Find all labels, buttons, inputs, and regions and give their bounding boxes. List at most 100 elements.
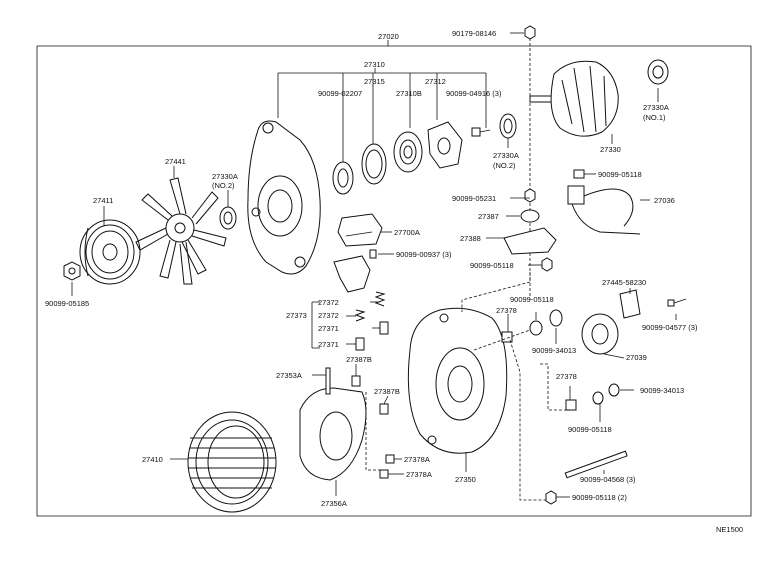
stator-27410 bbox=[187, 411, 277, 513]
label-27330: 27330 bbox=[600, 145, 621, 154]
label-90099-05231: 90099-05231 bbox=[452, 194, 496, 203]
bracket-27445-58230 bbox=[619, 289, 641, 319]
label-27378-b: 27378 bbox=[556, 372, 577, 381]
label-27020: 27020 bbox=[378, 32, 399, 41]
label-27312: 27312 bbox=[425, 77, 446, 86]
label-27700A: 27700A bbox=[394, 228, 420, 237]
brush-holder-27372 bbox=[333, 255, 371, 293]
rear-cover-27039 bbox=[581, 313, 619, 355]
fan-27441 bbox=[135, 177, 227, 285]
spring-27373-b bbox=[354, 309, 366, 322]
label-90099-00937: 90099-00937 (3) bbox=[396, 250, 452, 259]
label-90099-05118-d: 90099-05118 (2) bbox=[572, 493, 627, 502]
stud-27353A bbox=[325, 367, 331, 395]
cover-90099-02207 bbox=[332, 161, 354, 195]
nut-90099-05118-c bbox=[592, 391, 604, 405]
insulator-27378-a bbox=[501, 331, 513, 343]
label-90099-34013-b: 90099-34013 bbox=[640, 386, 684, 395]
label-27411: 27411 bbox=[93, 196, 113, 205]
nut-90099-05118-a bbox=[541, 257, 553, 272]
rectifier-27356A bbox=[299, 387, 367, 481]
screw-90099-04916 bbox=[471, 127, 491, 137]
label-27388: 27388 bbox=[460, 234, 481, 243]
bushing-27387 bbox=[520, 209, 540, 223]
label-27330A-no1-line2: (NO.1) bbox=[643, 113, 666, 122]
label-27371-b: 27371 bbox=[318, 340, 339, 349]
insulator-27387B-a bbox=[351, 375, 361, 387]
rear-end-frame-27350 bbox=[407, 307, 508, 454]
pulley-27411 bbox=[79, 219, 141, 285]
washer-90099-34013-b bbox=[608, 383, 620, 397]
label-27353A: 27353A bbox=[276, 371, 302, 380]
label-27378A-a: 27378A bbox=[404, 455, 430, 464]
nut-90179-08146 bbox=[524, 25, 536, 40]
assembly-frame bbox=[36, 45, 752, 517]
label-27330A-no2-a-line2: (NO.2) bbox=[212, 181, 235, 190]
dashed-line-c bbox=[540, 363, 566, 411]
retainer-27315 bbox=[361, 143, 387, 185]
label-27441: 27441 bbox=[165, 157, 186, 166]
labels: 27020 27310 90179-08146 90099-02207 2731… bbox=[45, 29, 743, 534]
label-27445-58230: 27445-58230 bbox=[602, 278, 646, 287]
label-27387: 27387 bbox=[478, 212, 499, 221]
drive-end-frame-27310 bbox=[247, 120, 321, 275]
insulator-27378A-b bbox=[379, 469, 389, 479]
dashed-line-a bbox=[461, 272, 531, 312]
label-90099-34013-a: 90099-34013 bbox=[532, 346, 576, 355]
label-27372-a: 27372 bbox=[318, 298, 339, 307]
dashed-line-b bbox=[509, 339, 546, 501]
label-90099-04916: 90099-04916 (3) bbox=[446, 89, 502, 98]
label-90099-04577: 90099-04577 (3) bbox=[642, 323, 698, 332]
label-27387B: 27387B bbox=[346, 355, 372, 364]
rotor-27330 bbox=[529, 60, 619, 137]
brush-27371-b bbox=[355, 337, 365, 351]
label-90099-05118-conn: 90099-05118 bbox=[598, 170, 642, 179]
label-90099-05118-a: 90099-05118 bbox=[470, 261, 514, 270]
bolt-90099-04568 bbox=[564, 450, 628, 479]
label-27387B-b: 27387B bbox=[374, 387, 400, 396]
leader-lines bbox=[71, 88, 677, 498]
spacer-27330A-no2-right bbox=[499, 113, 517, 139]
insulator-27387B-b bbox=[379, 403, 389, 415]
label-27378-a: 27378 bbox=[496, 306, 517, 315]
label-90099-05118-b: 90099-05118 bbox=[510, 295, 554, 304]
insulator-27378-b bbox=[565, 399, 577, 411]
label-27371-a: 27371 bbox=[318, 324, 339, 333]
label-27410: 27410 bbox=[142, 455, 163, 464]
label-27330A-no2-b-line1: 27330A bbox=[493, 151, 519, 160]
wire-harness-27036 bbox=[567, 169, 641, 235]
label-27350: 27350 bbox=[455, 475, 476, 484]
nut-90099-05231 bbox=[524, 188, 536, 203]
label-27372-b: 27372 bbox=[318, 311, 339, 320]
dashed-line-d bbox=[365, 392, 386, 471]
screw-90099-00937 bbox=[369, 249, 377, 259]
spacer-27330A-no2-left bbox=[219, 206, 237, 230]
label-27310B: 27310B bbox=[396, 89, 422, 98]
bearing-27310B bbox=[393, 131, 423, 173]
label-27356A: 27356A bbox=[321, 499, 347, 508]
retainer-plate-27312 bbox=[427, 121, 463, 169]
label-90099-02207: 90099-02207 bbox=[318, 89, 362, 98]
washer-90099-34013-a bbox=[549, 309, 563, 327]
regulator-27700A bbox=[337, 213, 383, 247]
insulator-27378A-a bbox=[385, 454, 395, 464]
label-27378A-b: 27378A bbox=[406, 470, 432, 479]
label-90099-04568: 90099-04568 (3) bbox=[580, 475, 636, 484]
label-27039: 27039 bbox=[626, 353, 647, 362]
terminal-plate-27388 bbox=[503, 227, 557, 255]
bearing-27330A-no1 bbox=[647, 59, 669, 85]
label-27330A-no2-a-line1: 27330A bbox=[212, 172, 238, 181]
label-27330A-no1-line1: 27330A bbox=[643, 103, 669, 112]
nut-90099-05185 bbox=[63, 261, 81, 281]
label-90099-05118-c: 90099-05118 bbox=[568, 425, 612, 434]
label-27330A-no2-b-line2: (NO.2) bbox=[493, 161, 516, 170]
label-90179-08146: 90179-08146 bbox=[452, 29, 496, 38]
diagram-code: NE1500 bbox=[716, 525, 743, 534]
label-90099-05185: 90099-05185 bbox=[45, 299, 89, 308]
nut-90099-05118-d bbox=[545, 490, 557, 505]
label-27310: 27310 bbox=[364, 60, 385, 69]
label-27373: 27373 bbox=[286, 311, 307, 320]
label-27036: 27036 bbox=[654, 196, 675, 205]
